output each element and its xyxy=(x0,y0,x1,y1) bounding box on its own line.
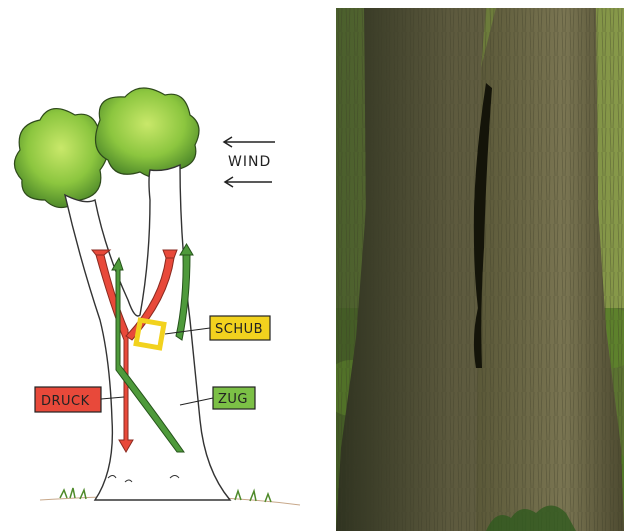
wind-label: WIND xyxy=(228,154,271,170)
right-crown xyxy=(96,88,200,178)
left-crown xyxy=(14,109,107,208)
druck-label: DRUCK xyxy=(41,394,90,409)
tree-diagram: WIND SCHUB DRUCK ZUG xyxy=(0,0,330,531)
tree-photo xyxy=(336,8,624,531)
zug-label: ZUG xyxy=(218,392,248,407)
trunk xyxy=(65,165,230,500)
forked-trunk-photo xyxy=(336,8,624,531)
tree-diagram-panel: WIND SCHUB DRUCK ZUG xyxy=(0,0,330,531)
schub-label: SCHUB xyxy=(215,322,263,337)
